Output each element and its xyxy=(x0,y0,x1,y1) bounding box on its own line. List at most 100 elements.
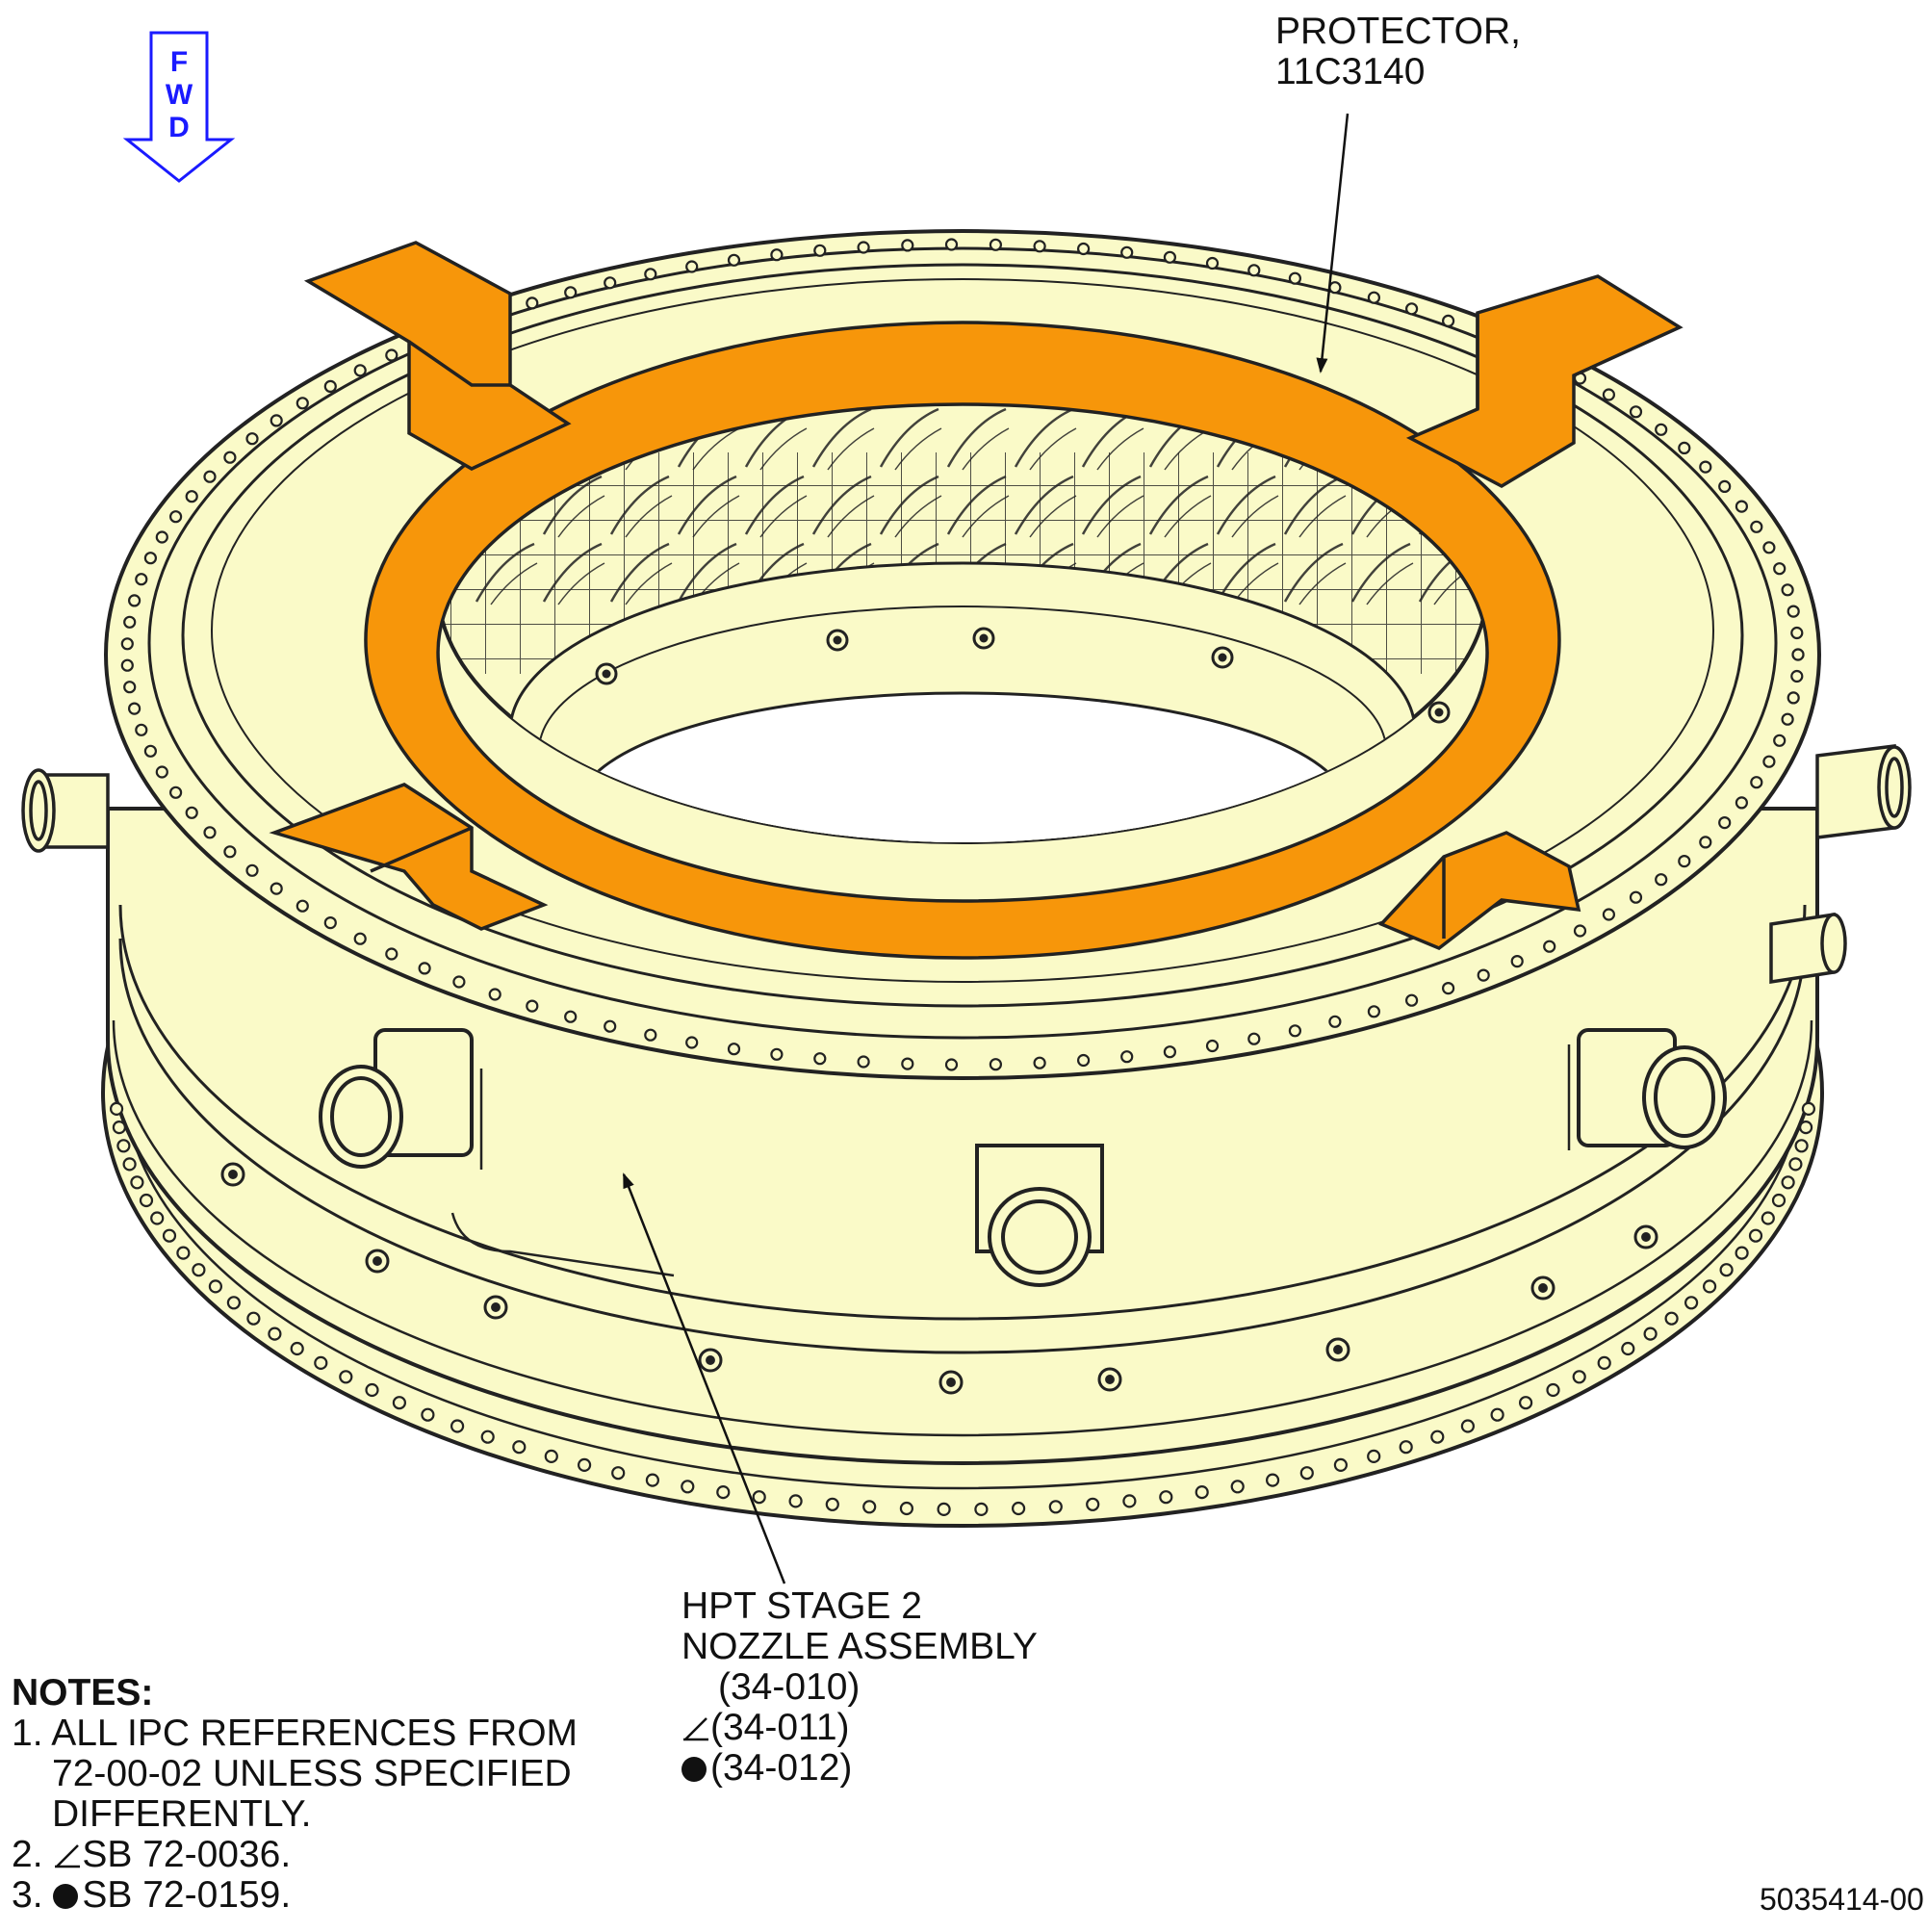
bolt-hole xyxy=(813,1052,827,1066)
nozzle-ref-1: (34-010) xyxy=(718,1666,861,1708)
bolt-hole xyxy=(825,1497,839,1511)
note-1-number: 1. xyxy=(12,1713,43,1754)
bolt-hole xyxy=(645,1473,660,1487)
note-1-line-2: 72-00-02 UNLESS SPECIFIED xyxy=(52,1753,572,1794)
bolt-hole xyxy=(1678,854,1691,868)
sb-0036-marker-icon xyxy=(55,1844,81,1868)
bolt-hole xyxy=(611,1466,626,1481)
bolt-hole xyxy=(1602,908,1616,921)
sb-0036-marker-icon xyxy=(683,1717,708,1741)
bolt-hole xyxy=(1120,245,1134,259)
notes-block: NOTES: 1. ALL IPC REFERENCES FROM 72-00-… xyxy=(12,1673,578,1916)
bolt-hole xyxy=(1441,981,1455,995)
bolt-hole xyxy=(1333,1457,1349,1473)
bolt-hole xyxy=(1629,405,1643,419)
bolt-hole xyxy=(577,1457,592,1473)
bolt-hole xyxy=(716,1484,731,1500)
bolt-hole xyxy=(1750,520,1763,533)
bolt-hole xyxy=(1230,1480,1245,1494)
note-3-number: 3. xyxy=(12,1874,43,1916)
nozzle-ref-3: (34-012) xyxy=(710,1747,853,1789)
bolt-hole xyxy=(1699,836,1712,849)
nozzle-ref-2-row: (34-011) xyxy=(681,1708,1038,1748)
bolt-hole xyxy=(564,1010,578,1023)
bolt-hole xyxy=(1122,1494,1137,1508)
bolt-hole xyxy=(353,932,367,945)
bolt-hole xyxy=(1048,1500,1063,1514)
bolt-hole xyxy=(1735,500,1749,513)
bolt-hole xyxy=(130,1175,144,1190)
bolt-hole xyxy=(1664,1311,1679,1326)
bolt-hole xyxy=(290,1341,304,1356)
note-2-number: 2. xyxy=(12,1834,43,1875)
bolt-hole xyxy=(1367,1005,1381,1018)
bolt-hole xyxy=(512,1440,527,1455)
bolt-hole xyxy=(857,1055,870,1069)
bolt-hole xyxy=(139,1193,154,1208)
bolt-hole xyxy=(1288,271,1302,285)
bolt-hole xyxy=(1510,954,1524,968)
notes-title: NOTES: xyxy=(12,1672,154,1713)
bolt-hole xyxy=(1790,669,1804,683)
bolt-hole xyxy=(203,470,217,483)
bolt-hole xyxy=(1573,924,1587,938)
bolt-hole xyxy=(120,637,134,651)
bolt-hole xyxy=(1790,626,1804,640)
note-1-line-3: DIFFERENTLY. xyxy=(52,1793,312,1835)
bolt-hole xyxy=(246,1311,261,1326)
bolt-hole xyxy=(1328,1015,1342,1028)
side-tubes xyxy=(21,744,1912,985)
bolt-hole xyxy=(1794,1139,1809,1153)
bolt-hole xyxy=(1787,691,1800,705)
bolt-hole xyxy=(1076,242,1091,256)
bolt-hole xyxy=(385,348,398,362)
bolt-hole xyxy=(1460,1419,1476,1433)
bolt-hole xyxy=(1602,388,1616,401)
bolt-hole xyxy=(1761,1211,1775,1225)
protector-callout: PROTECTOR, 11C3140 xyxy=(1275,12,1521,92)
fastener-center xyxy=(491,1302,501,1312)
bolt-hole xyxy=(1247,1032,1261,1045)
fastener-center xyxy=(373,1256,382,1266)
bolt-hole xyxy=(155,765,168,779)
fastener-center xyxy=(1434,708,1444,717)
bolt-hole xyxy=(1655,423,1668,436)
inner-ring-bolts xyxy=(595,627,1451,724)
bolt-hole xyxy=(1788,1157,1803,1172)
bolt-hole xyxy=(1718,479,1732,493)
bolt-hole xyxy=(296,899,309,913)
bolt-hole xyxy=(1163,250,1177,264)
fastener-center xyxy=(1333,1345,1343,1354)
bolt-hole xyxy=(1750,776,1763,789)
bolt-hole xyxy=(1490,1407,1504,1422)
bolt-hole xyxy=(392,1396,406,1410)
fastener-center xyxy=(946,1378,956,1387)
fastener-center xyxy=(833,635,842,645)
bolt-hole xyxy=(1678,441,1691,454)
bolt-hole xyxy=(192,1263,206,1277)
bolt-hole xyxy=(208,1279,222,1294)
bolt-hole xyxy=(1205,256,1220,270)
bolt-hole xyxy=(604,1019,617,1033)
note-2-text: SB 72-0036. xyxy=(82,1834,292,1875)
bolt-hole xyxy=(1086,1497,1100,1511)
nozzle-ref-2: (34-011) xyxy=(710,1707,850,1748)
bolt-hole xyxy=(270,882,283,895)
bottom-bolt-holes xyxy=(109,1101,1816,1517)
bolt-hole xyxy=(162,1228,177,1243)
bolt-hole xyxy=(353,364,367,377)
bolt-hole xyxy=(203,826,217,839)
bolt-hole xyxy=(1033,1056,1046,1069)
bolt-hole xyxy=(1367,1449,1381,1464)
bolt-hole xyxy=(123,681,137,694)
bolt-hole xyxy=(314,1355,328,1371)
fwd-letter-d: D xyxy=(168,112,190,143)
bolt-hole xyxy=(1719,1263,1734,1277)
bolt-hole xyxy=(681,1480,695,1494)
bolt-hole xyxy=(112,1120,127,1135)
bolt-hole xyxy=(899,1501,914,1516)
bolt-hole xyxy=(245,432,259,446)
fwd-letter-f: F xyxy=(169,46,189,78)
bolt-hole xyxy=(268,1327,282,1341)
